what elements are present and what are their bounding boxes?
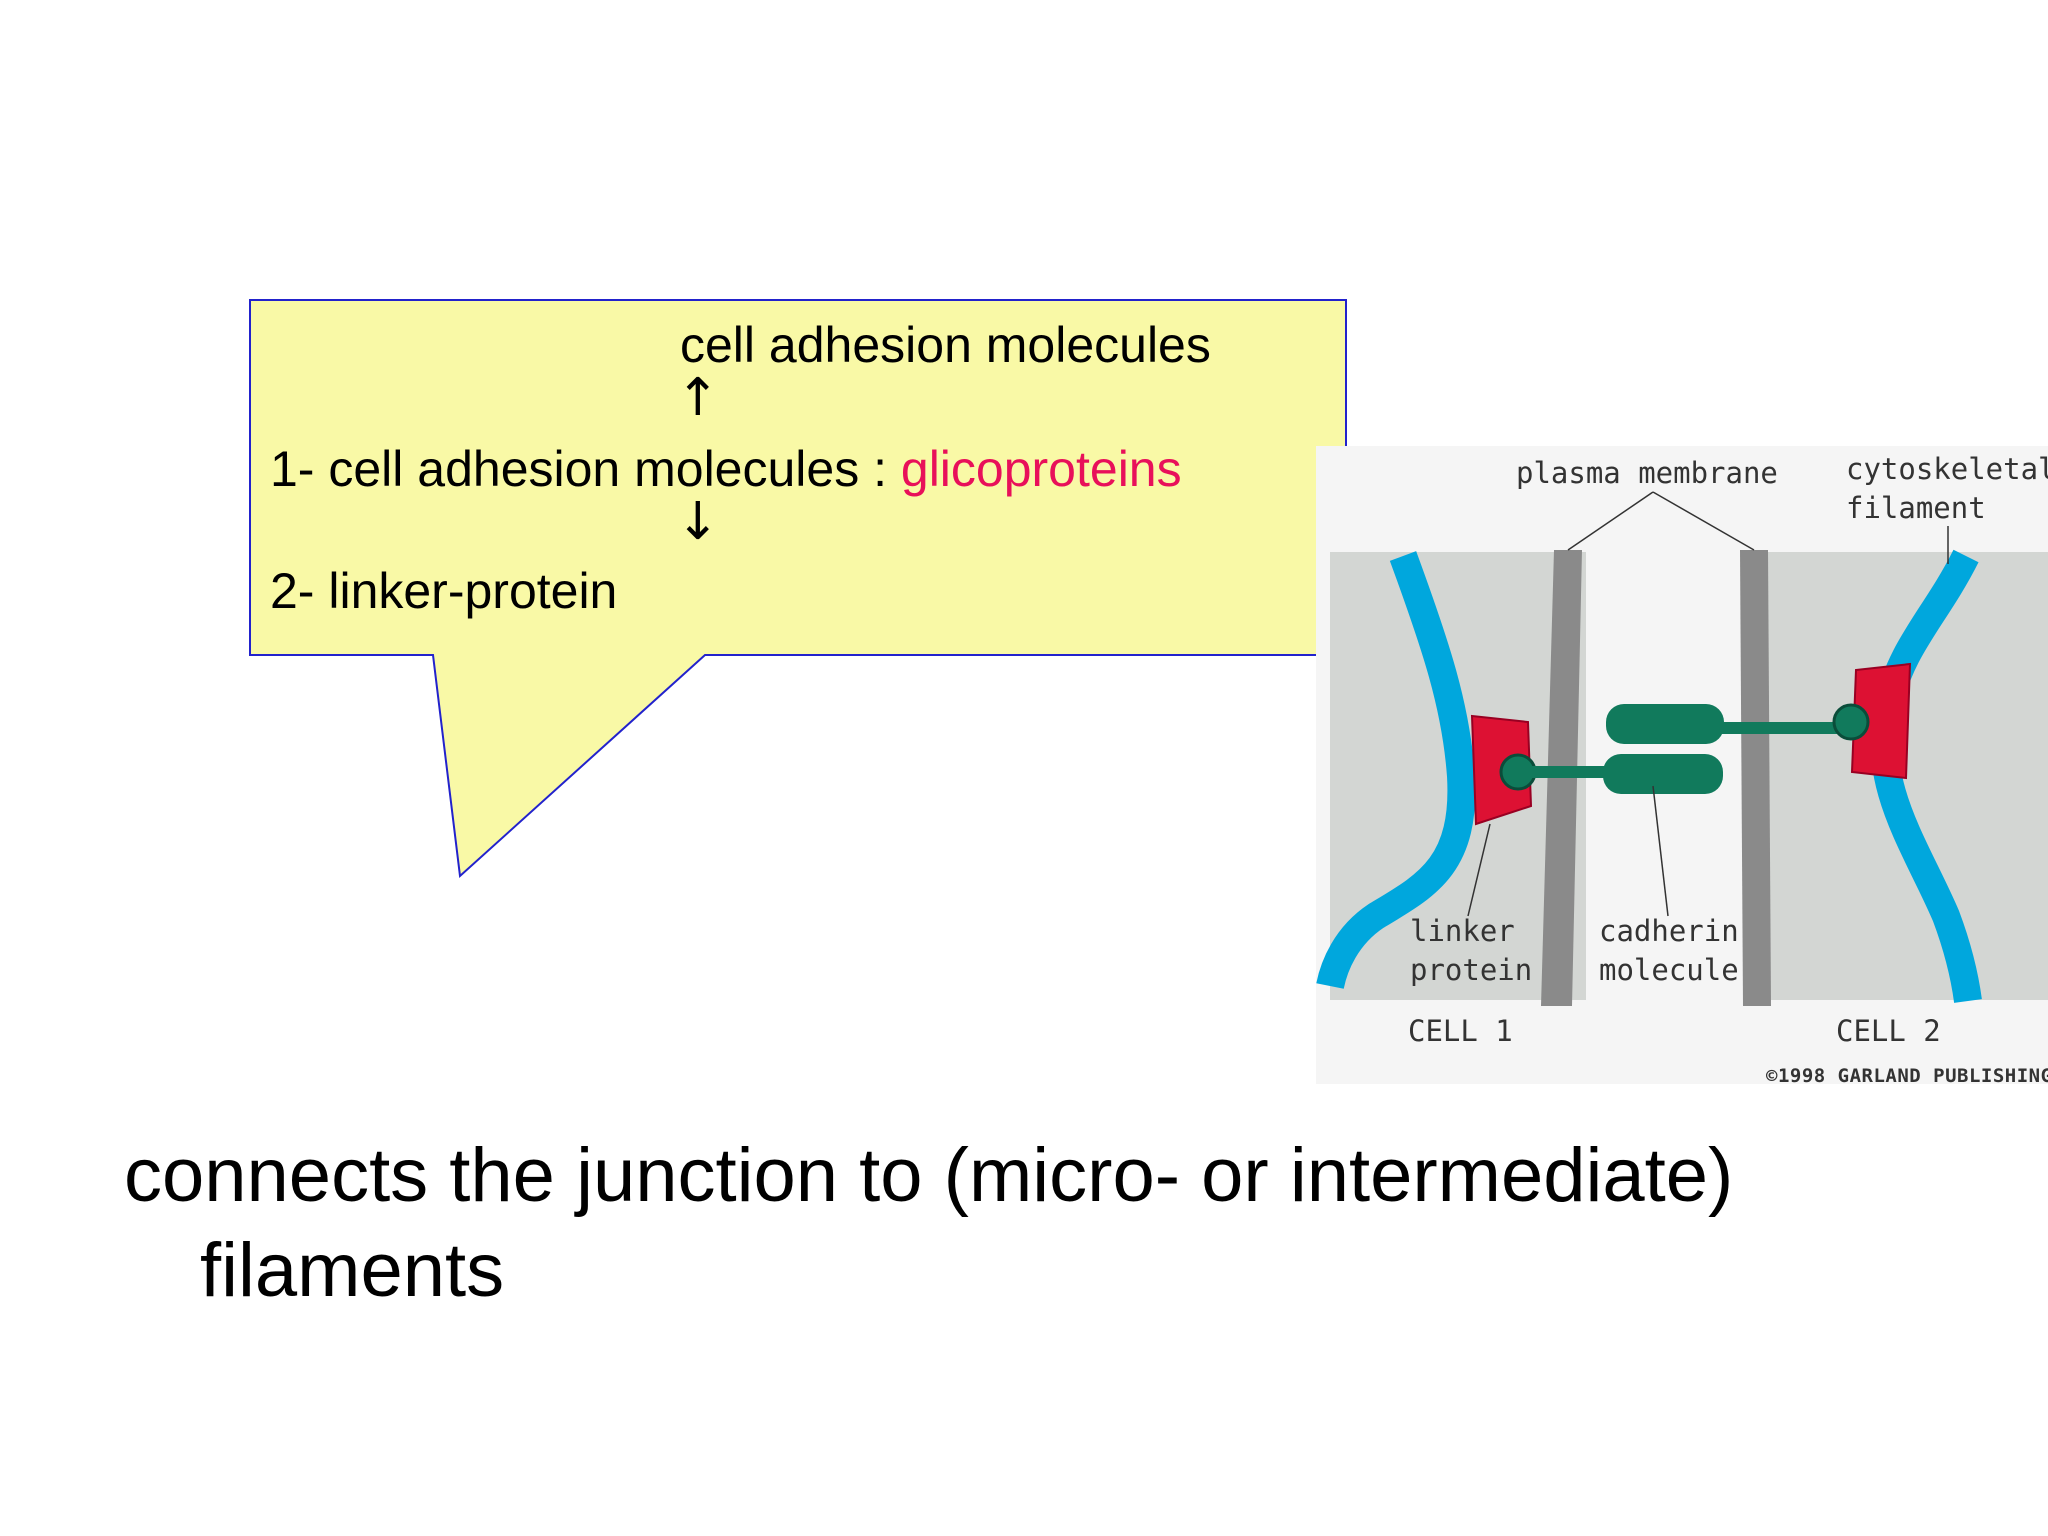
cadherin-diagram-graphic [1316,446,2048,1084]
callout-line-1-prefix: 1- cell adhesion molecules : [270,441,901,497]
label-cell-2: CELL 2 [1836,1014,1941,1048]
leader-line-linker [1467,823,1491,917]
callout-shape [249,299,1347,879]
callout-line-2: 2- linker-protein [270,563,618,619]
label-cadherin-molecule: cadherin molecule [1599,914,1739,988]
bottom-statement: connects the junction to (micro- or inte… [124,1128,1974,1318]
leader-line-cadherin [1652,785,1669,917]
cadherin-diagram: plasma membrane cytoskeletal filament li… [1316,446,2048,1087]
label-plasma-membrane: plasma membrane [1516,456,1778,490]
cadherin-stalk-right [1712,722,1842,734]
callout-top-line: cell adhesion molecules [680,317,1211,373]
leader-line-membrane-right [1652,491,1755,551]
cadherin-domain-right [1606,704,1724,744]
down-arrow-icon: ↓ [676,492,720,552]
cadherin-head-right [1832,703,1870,741]
label-copyright: ©1998 GARLAND PUBLISHING [1766,1065,2048,1087]
glicoproteins-highlight: glicoproteins [900,441,1182,497]
cytoskeletal-filament-left [1316,551,1476,990]
cytoskeletal-filament-right [1870,549,1982,1003]
leader-line-membrane-left [1567,491,1654,551]
label-cytoskeletal-filament: cytoskeletal filament [1846,452,2048,526]
plasma-membrane-right [1740,550,1771,1006]
up-arrow-icon: ↑ [676,368,720,428]
callout-line-1: 1- cell adhesion molecules : glicoprotei… [270,444,1182,494]
label-linker-protein: linker protein [1410,914,1533,988]
label-cell-1: CELL 1 [1408,1014,1513,1048]
cadherin-domain-left [1603,754,1723,794]
callout-bubble [249,299,1347,879]
bottom-line-1: connects the junction to (micro- or inte… [124,1133,1734,1218]
cadherin-head-left [1499,753,1537,791]
bottom-line-2: filaments [200,1228,505,1313]
